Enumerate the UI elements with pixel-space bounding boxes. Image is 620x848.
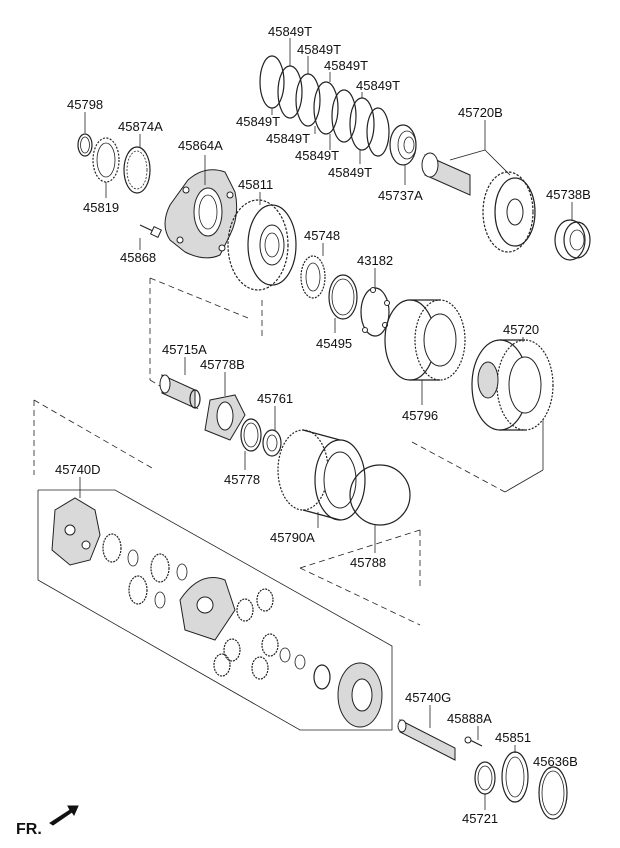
label-45874A: 45874A: [118, 119, 163, 134]
part-45811-gear: [227, 199, 297, 291]
label-45761: 45761: [257, 391, 293, 406]
label-45495: 45495: [316, 336, 352, 351]
label-45788: 45788: [350, 555, 386, 570]
label-45796: 45796: [402, 408, 438, 423]
part-45796-drum: [384, 299, 466, 381]
label-45721: 45721: [462, 811, 498, 826]
label-45636B: 45636B: [533, 754, 578, 769]
part-45720B-shaft-gear: [421, 152, 536, 253]
part-45874A-ring: [123, 146, 151, 194]
front-marker-label: FR.: [16, 821, 42, 838]
part-45721-ring: [474, 761, 496, 795]
front-direction-arrow-icon: [49, 805, 79, 826]
part-45495-ring: [328, 274, 358, 320]
label-45849T-7: 45849T: [295, 148, 339, 163]
label-45849T-6: 45849T: [266, 131, 310, 146]
label-45868: 45868: [120, 250, 156, 265]
label-45720: 45720: [503, 322, 539, 337]
label-45811: 45811: [238, 177, 273, 192]
assembly-boundary-lines: [33, 277, 544, 731]
part-45790A-drum: [277, 429, 366, 521]
label-45849T-3: 45849T: [324, 58, 368, 73]
part-45636B-ring: [538, 766, 568, 820]
label-45849T-2: 45849T: [297, 42, 341, 57]
part-43182-snap-ring: [360, 287, 390, 337]
label-45851: 45851: [495, 730, 531, 745]
part-45868-bolt: [139, 224, 162, 238]
label-45748: 45748: [304, 228, 340, 243]
part-45715A-shaft: [159, 374, 201, 409]
label-45849T-1: 45849T: [268, 24, 312, 39]
label-45715A: 45715A: [162, 342, 207, 357]
label-45790A: 45790A: [270, 530, 315, 545]
part-45788-snap-ring: [349, 464, 411, 526]
part-45740G-output-shaft: [397, 719, 456, 761]
part-45851-ring: [501, 751, 529, 803]
label-45778: 45778: [224, 472, 260, 487]
part-45748-thrust-bearing: [300, 255, 326, 299]
part-45738B-bearing: [554, 219, 591, 261]
label-45819: 45819: [83, 200, 119, 215]
label-45849T-5: 45849T: [236, 114, 280, 129]
leader-lines: [79, 38, 573, 810]
label-45737A: 45737A: [378, 188, 423, 203]
part-45864A-flange: [164, 169, 238, 259]
label-45738B: 45738B: [546, 187, 591, 202]
part-45761-ring: [262, 429, 282, 457]
label-45740D: 45740D: [55, 462, 101, 477]
label-45888A: 45888A: [447, 711, 492, 726]
label-45849T-4: 45849T: [356, 78, 400, 93]
part-45778-ring: [240, 418, 262, 452]
label-45778B: 45778B: [200, 357, 245, 372]
label-45864A: 45864A: [178, 138, 223, 153]
label-45720B: 45720B: [458, 105, 503, 120]
part-45740D-planetary-carrier: [51, 497, 383, 728]
label-45798: 45798: [67, 97, 103, 112]
part-labels: 45798 45874A 45819 45864A 45868 45811 45…: [16, 24, 591, 838]
part-45798-ring: [77, 133, 93, 157]
part-45819-toothed-ring: [92, 137, 120, 183]
label-43182: 43182: [357, 253, 393, 268]
part-45888A-pin: [464, 736, 483, 747]
part-45778B-washer: [204, 394, 246, 441]
part-45737A-bearing: [389, 124, 417, 166]
label-45740G: 45740G: [405, 690, 451, 705]
part-45720-ring-gear: [471, 339, 554, 431]
label-45849T-8: 45849T: [328, 165, 372, 180]
